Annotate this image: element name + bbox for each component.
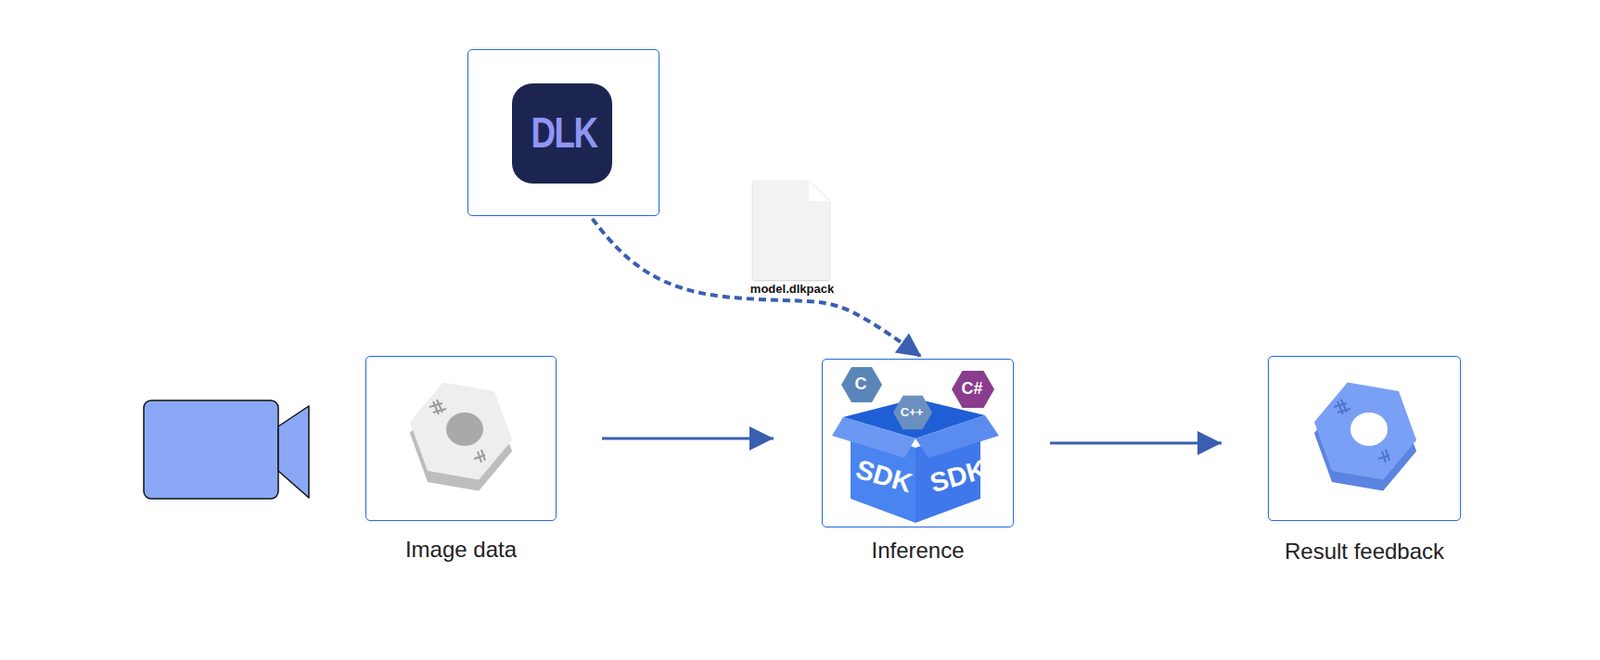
language-badge: C <box>855 374 868 395</box>
logo-text: DLK <box>531 107 598 158</box>
sdk-box: Inference <box>821 358 1014 528</box>
tool-box: DLK <box>467 49 660 217</box>
node-illustration <box>366 357 558 523</box>
node-label: Inference <box>870 537 964 564</box>
file-icon <box>753 180 830 281</box>
language-badge: C# <box>960 379 983 399</box>
node-illustration <box>822 359 1015 529</box>
camera-icon <box>143 400 309 500</box>
input-box: Image data <box>365 356 557 522</box>
flow-arrow <box>601 437 774 441</box>
node-label: Result feedback <box>1284 538 1445 565</box>
dashed-arrow <box>592 218 922 358</box>
language-badge: C++ <box>900 405 924 420</box>
output-box: Result feedback <box>1267 356 1461 522</box>
node-illustration <box>1268 357 1462 523</box>
node-label: Image data <box>405 537 517 564</box>
file-name: model.dlkpack <box>748 281 836 296</box>
flow-arrow <box>1049 442 1222 446</box>
